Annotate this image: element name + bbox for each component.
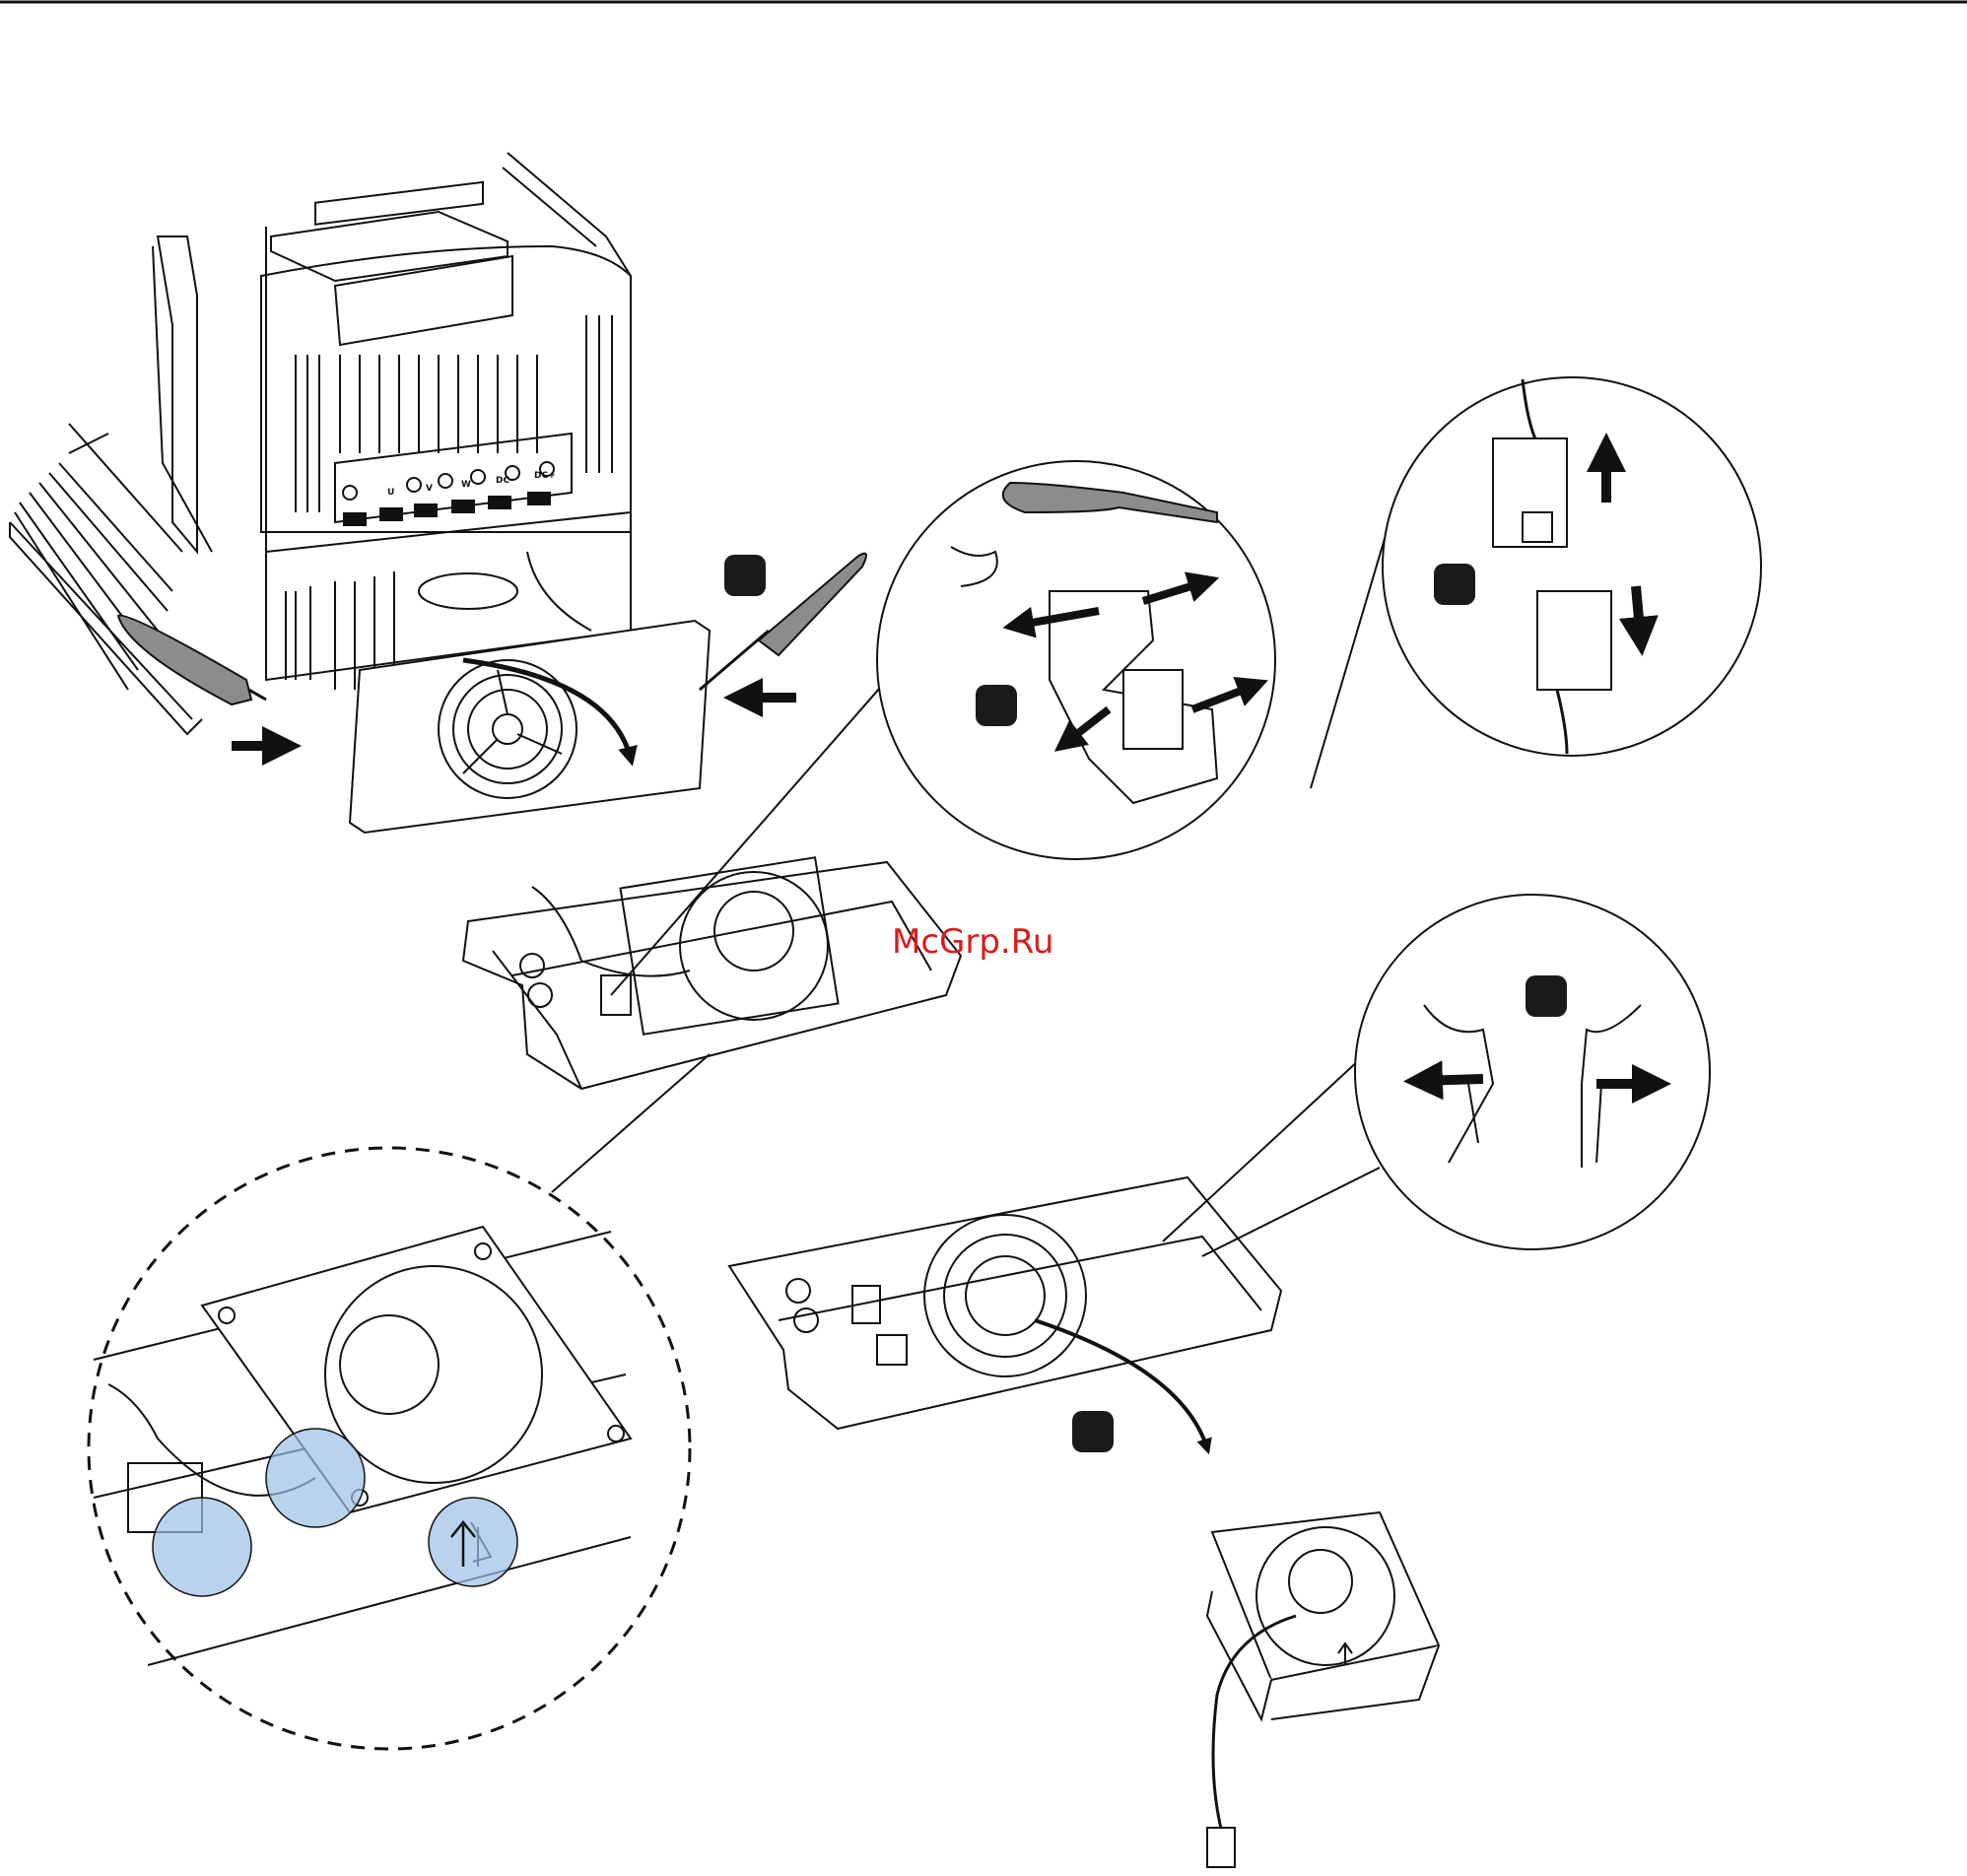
- removed-fan: [1207, 1512, 1439, 1867]
- callout-connector-release: [877, 461, 1275, 859]
- step-marker: [976, 685, 1017, 726]
- callout-unplug-connector: [1383, 377, 1761, 756]
- screwdriver-icon: [118, 616, 266, 704]
- step-marker: [1072, 1411, 1114, 1452]
- control-board: [271, 212, 508, 281]
- highlight-cable-clip: [266, 1429, 365, 1527]
- terminal-label-dc-plus: DC+: [534, 471, 556, 481]
- step-marker: [1526, 975, 1567, 1017]
- step-marker: [724, 555, 766, 596]
- step-marker: [1434, 564, 1475, 605]
- highlight-connector: [153, 1498, 251, 1596]
- callout-fan-detail: [89, 1148, 690, 1749]
- main-housing: [261, 246, 631, 532]
- terminal-label-w: W: [461, 480, 471, 490]
- side-panel: [158, 236, 197, 552]
- watermark-text: McGrp.Ru: [892, 922, 1053, 962]
- terminal-label-u: U: [387, 488, 394, 498]
- callout-release-clips: [1355, 895, 1710, 1249]
- fan-tray: [463, 857, 961, 1089]
- fan-tray-removal: [729, 1177, 1281, 1429]
- terminal-label-dc-minus: DC-: [496, 476, 513, 486]
- highlight-direction-arrow: [429, 1498, 517, 1586]
- fan-cover-plate: [350, 621, 710, 833]
- remove-arrow-icon: [1035, 1320, 1207, 1448]
- terminal-label-v: V: [426, 484, 433, 494]
